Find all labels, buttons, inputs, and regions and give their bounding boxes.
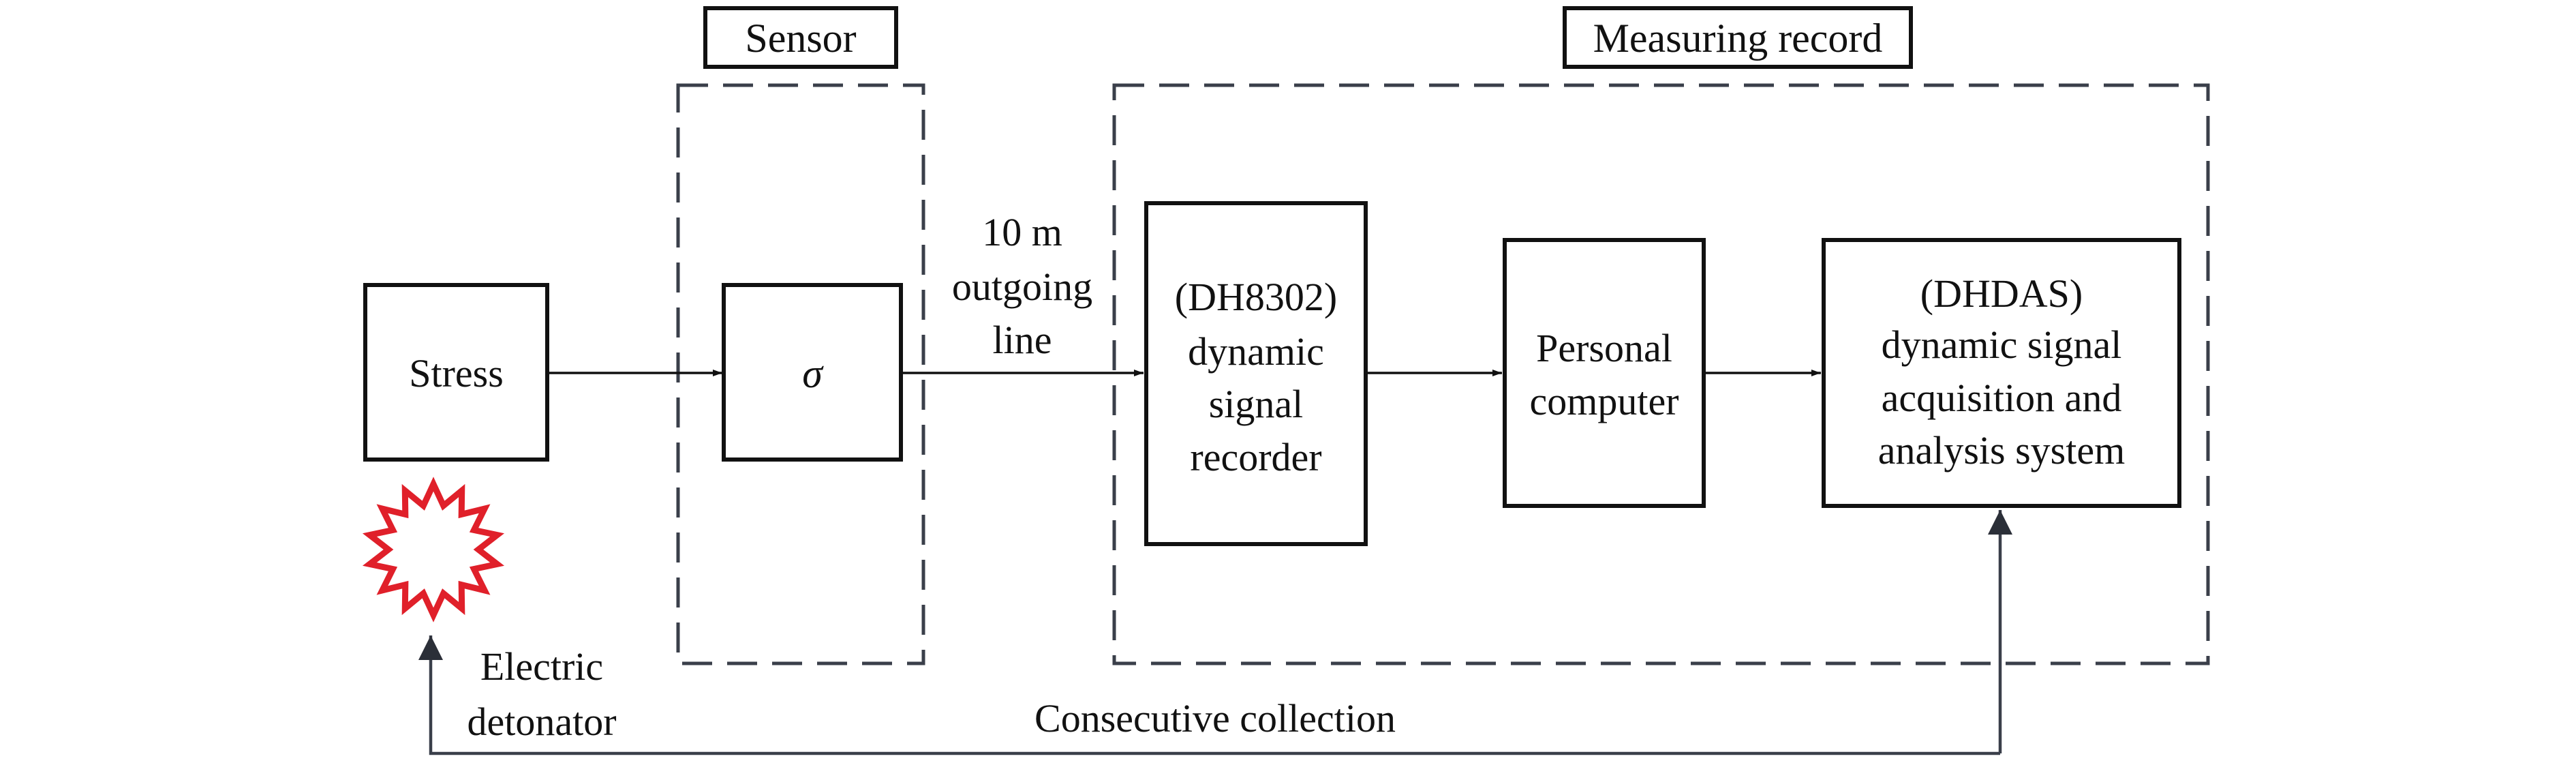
sensor-title: Sensor bbox=[745, 16, 856, 61]
stress-label: Stress bbox=[409, 351, 504, 395]
computer-line-1: Personal bbox=[1536, 326, 1672, 370]
outgoing-line-text-2: outgoing bbox=[952, 265, 1092, 309]
sigma-label: σ bbox=[802, 351, 824, 396]
dhdas-line-1: (DHDAS) bbox=[1920, 271, 2083, 316]
stress-node: Stress bbox=[363, 283, 549, 462]
dhdas-line-4: analysis system bbox=[1878, 428, 2125, 472]
outgoing-line-label: 10 m outgoing line bbox=[952, 210, 1092, 362]
electric-detonator-label: Electric detonator bbox=[467, 644, 616, 744]
outgoing-line-text-3: line bbox=[993, 318, 1052, 362]
measuring-record-title-box: Measuring record bbox=[1563, 6, 1913, 69]
personal-computer-node: Personal computer bbox=[1503, 238, 1706, 508]
recorder-line-1: (DH8302) bbox=[1175, 275, 1337, 319]
recorder-line-3: signal bbox=[1209, 382, 1304, 426]
dhdas-line-2: dynamic signal bbox=[1882, 322, 2122, 367]
consecutive-collection-loop-line bbox=[418, 635, 2000, 755]
recorder-line-2: dynamic bbox=[1188, 329, 1324, 374]
consecutive-collection-label: Consecutive collection bbox=[1034, 696, 1396, 740]
measuring-record-group-boundary bbox=[1112, 83, 2210, 665]
dhdas-system-node: (DHDAS) dynamic signal acquisition and a… bbox=[1822, 238, 2181, 508]
recorder-line-4: recorder bbox=[1190, 435, 1321, 479]
dh8302-recorder-node: (DH8302) dynamic signal recorder bbox=[1144, 201, 1368, 546]
computer-line-2: computer bbox=[1529, 379, 1678, 423]
sensor-title-box: Sensor bbox=[703, 6, 898, 69]
explosion-burst-icon bbox=[362, 477, 505, 622]
detonator-line-2: detonator bbox=[467, 700, 616, 744]
sigma-sensor-node: σ bbox=[722, 283, 903, 462]
detonator-line-1: Electric bbox=[480, 644, 603, 689]
dhdas-line-3: acquisition and bbox=[1882, 376, 2122, 420]
sensor-group-boundary bbox=[676, 83, 925, 665]
measuring-record-title: Measuring record bbox=[1593, 16, 1883, 61]
outgoing-line-text-1: 10 m bbox=[982, 210, 1062, 254]
